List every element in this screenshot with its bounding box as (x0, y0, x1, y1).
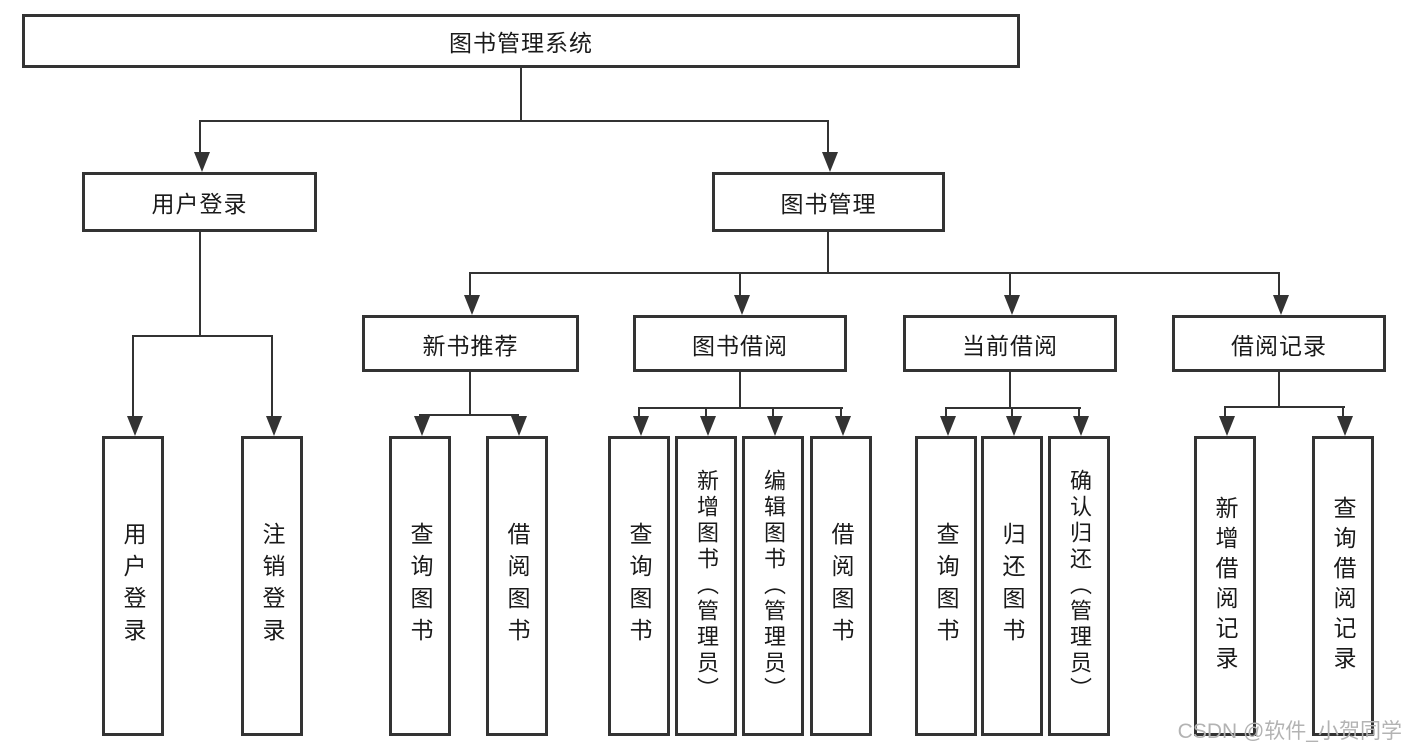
connector-current-stem (1009, 370, 1011, 408)
connector-arrow-to-borrowing-records (1273, 273, 1289, 315)
connector-book-management-stem (827, 230, 829, 273)
node-book-management: 图书管理 (712, 172, 945, 232)
leaf-borrow-books-borrowing: 借阅图书 (810, 436, 872, 736)
leaf-add-book-admin: 新增图书（管理员） (675, 436, 737, 736)
connector-arrow-to-borrow-books-borrowing (835, 408, 851, 436)
connector-arrow-to-add-book-admin (700, 408, 716, 436)
connector-book-management-split (469, 272, 1280, 274)
connector-arrow-to-current-borrowing (1004, 273, 1020, 315)
leaf-user-login-label: 用户登录 (120, 522, 146, 650)
connector-arrow-to-new-book-recommendation (464, 273, 480, 315)
connector-arrow-to-return-books (1006, 408, 1022, 436)
node-new-book-recommendation: 新书推荐 (362, 315, 579, 372)
connector-records-stem (1278, 370, 1280, 407)
connector-recommendation-stem (469, 370, 471, 415)
leaf-logout-login-label: 注销登录 (259, 522, 285, 650)
leaf-borrow-books-borrowing-label: 借阅图书 (828, 522, 854, 650)
connector-user-login-stem (199, 230, 201, 336)
connector-root-split (199, 120, 829, 122)
leaf-add-borrow-record: 新增借阅记录 (1194, 436, 1256, 736)
connector-arrow-to-add-borrow-record (1219, 407, 1235, 436)
connector-current-split (945, 407, 1081, 409)
node-book-borrowing: 图书借阅 (633, 315, 847, 372)
leaf-user-login: 用户登录 (102, 436, 164, 736)
leaf-query-borrow-record: 查询借阅记录 (1312, 436, 1374, 736)
node-current-borrowing: 当前借阅 (903, 315, 1117, 372)
leaf-borrow-books-recommend-label: 借阅图书 (504, 522, 530, 650)
leaf-query-books-borrowing-label: 查询图书 (626, 522, 652, 650)
leaf-edit-book-admin: 编辑图书（管理员） (742, 436, 804, 736)
leaf-edit-book-admin-label: 编辑图书（管理员） (761, 469, 786, 703)
leaf-query-books-borrowing: 查询图书 (608, 436, 670, 736)
leaf-add-book-admin-label: 新增图书（管理员） (694, 469, 719, 703)
leaf-logout-login: 注销登录 (241, 436, 303, 736)
connector-arrow-to-edit-book-admin (767, 408, 783, 436)
connector-arrow-to-book-management (822, 121, 838, 172)
leaf-add-borrow-record-label: 新增借阅记录 (1212, 496, 1238, 676)
leaf-confirm-return-admin: 确认归还（管理员） (1048, 436, 1110, 736)
connector-records-split (1224, 406, 1345, 408)
connector-arrow-to-query-books-current (940, 408, 956, 436)
leaf-confirm-return-admin-label: 确认归还（管理员） (1067, 469, 1092, 703)
connector-root-stem (520, 66, 522, 120)
csdn-watermark: CSDN @软件_小贺同学 (1177, 720, 1402, 743)
leaf-return-books-label: 归还图书 (999, 522, 1025, 650)
connector-arrow-to-leaf-user-login (127, 336, 143, 436)
connector-arrow-to-user-login (194, 121, 210, 172)
connector-arrow-to-borrow-books-recommend (511, 415, 527, 436)
connector-arrow-to-confirm-return-admin (1073, 408, 1089, 436)
connector-arrow-to-query-borrow-record (1337, 407, 1353, 436)
leaf-query-borrow-record-label: 查询借阅记录 (1330, 496, 1356, 676)
node-library-management-system: 图书管理系统 (22, 14, 1020, 68)
leaf-query-books-current-label: 查询图书 (933, 522, 959, 650)
leaf-query-books-current: 查询图书 (915, 436, 977, 736)
leaf-borrow-books-recommend: 借阅图书 (486, 436, 548, 736)
leaf-return-books: 归还图书 (981, 436, 1043, 736)
leaf-query-books-recommend-label: 查询图书 (407, 522, 433, 650)
leaf-query-books-recommend: 查询图书 (389, 436, 451, 736)
connector-arrow-to-query-books-borrowing (633, 408, 649, 436)
connector-arrow-to-leaf-logout (266, 336, 282, 436)
connector-arrow-to-book-borrowing (734, 273, 750, 315)
connector-borrowing-stem (739, 370, 741, 408)
connector-borrowing-split (638, 407, 843, 409)
node-user-login: 用户登录 (82, 172, 317, 232)
node-borrowing-records: 借阅记录 (1172, 315, 1386, 372)
connector-user-login-split (132, 335, 273, 337)
connector-arrow-to-query-books-recommend (414, 415, 430, 436)
connector-recommendation-split (419, 414, 519, 416)
